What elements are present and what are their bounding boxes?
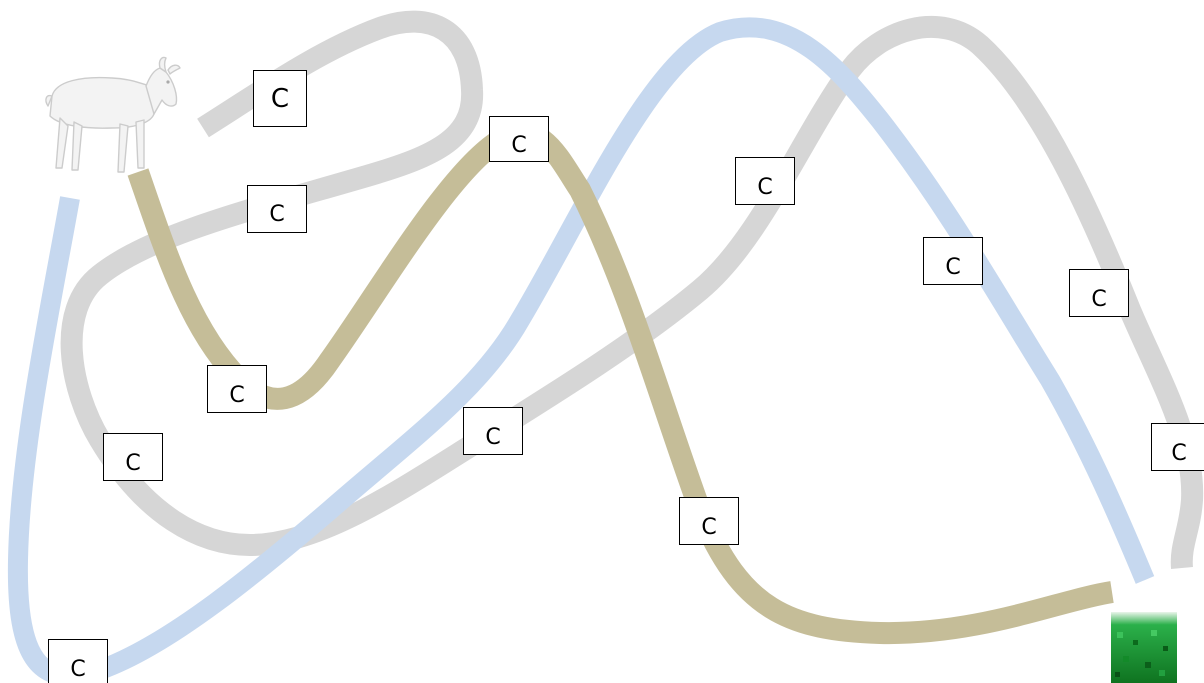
path-label[interactable]: C xyxy=(207,365,267,413)
path-label[interactable]: C xyxy=(103,433,163,481)
path-label[interactable]: C xyxy=(253,70,307,127)
path-label[interactable]: C xyxy=(1069,269,1129,317)
path-label[interactable]: C xyxy=(1151,423,1204,471)
gray-path[interactable] xyxy=(60,10,1204,569)
path-label[interactable]: C xyxy=(923,237,983,285)
path-label[interactable]: C xyxy=(247,185,307,233)
path-label[interactable]: C xyxy=(48,639,108,683)
goat-icon xyxy=(45,56,181,173)
path-label[interactable]: C xyxy=(463,407,523,455)
path-label[interactable]: C xyxy=(679,497,739,545)
blue-path[interactable] xyxy=(7,17,1155,683)
path-label[interactable]: C xyxy=(735,157,795,205)
grass-icon xyxy=(1111,612,1177,683)
path-label[interactable]: C xyxy=(489,116,549,162)
